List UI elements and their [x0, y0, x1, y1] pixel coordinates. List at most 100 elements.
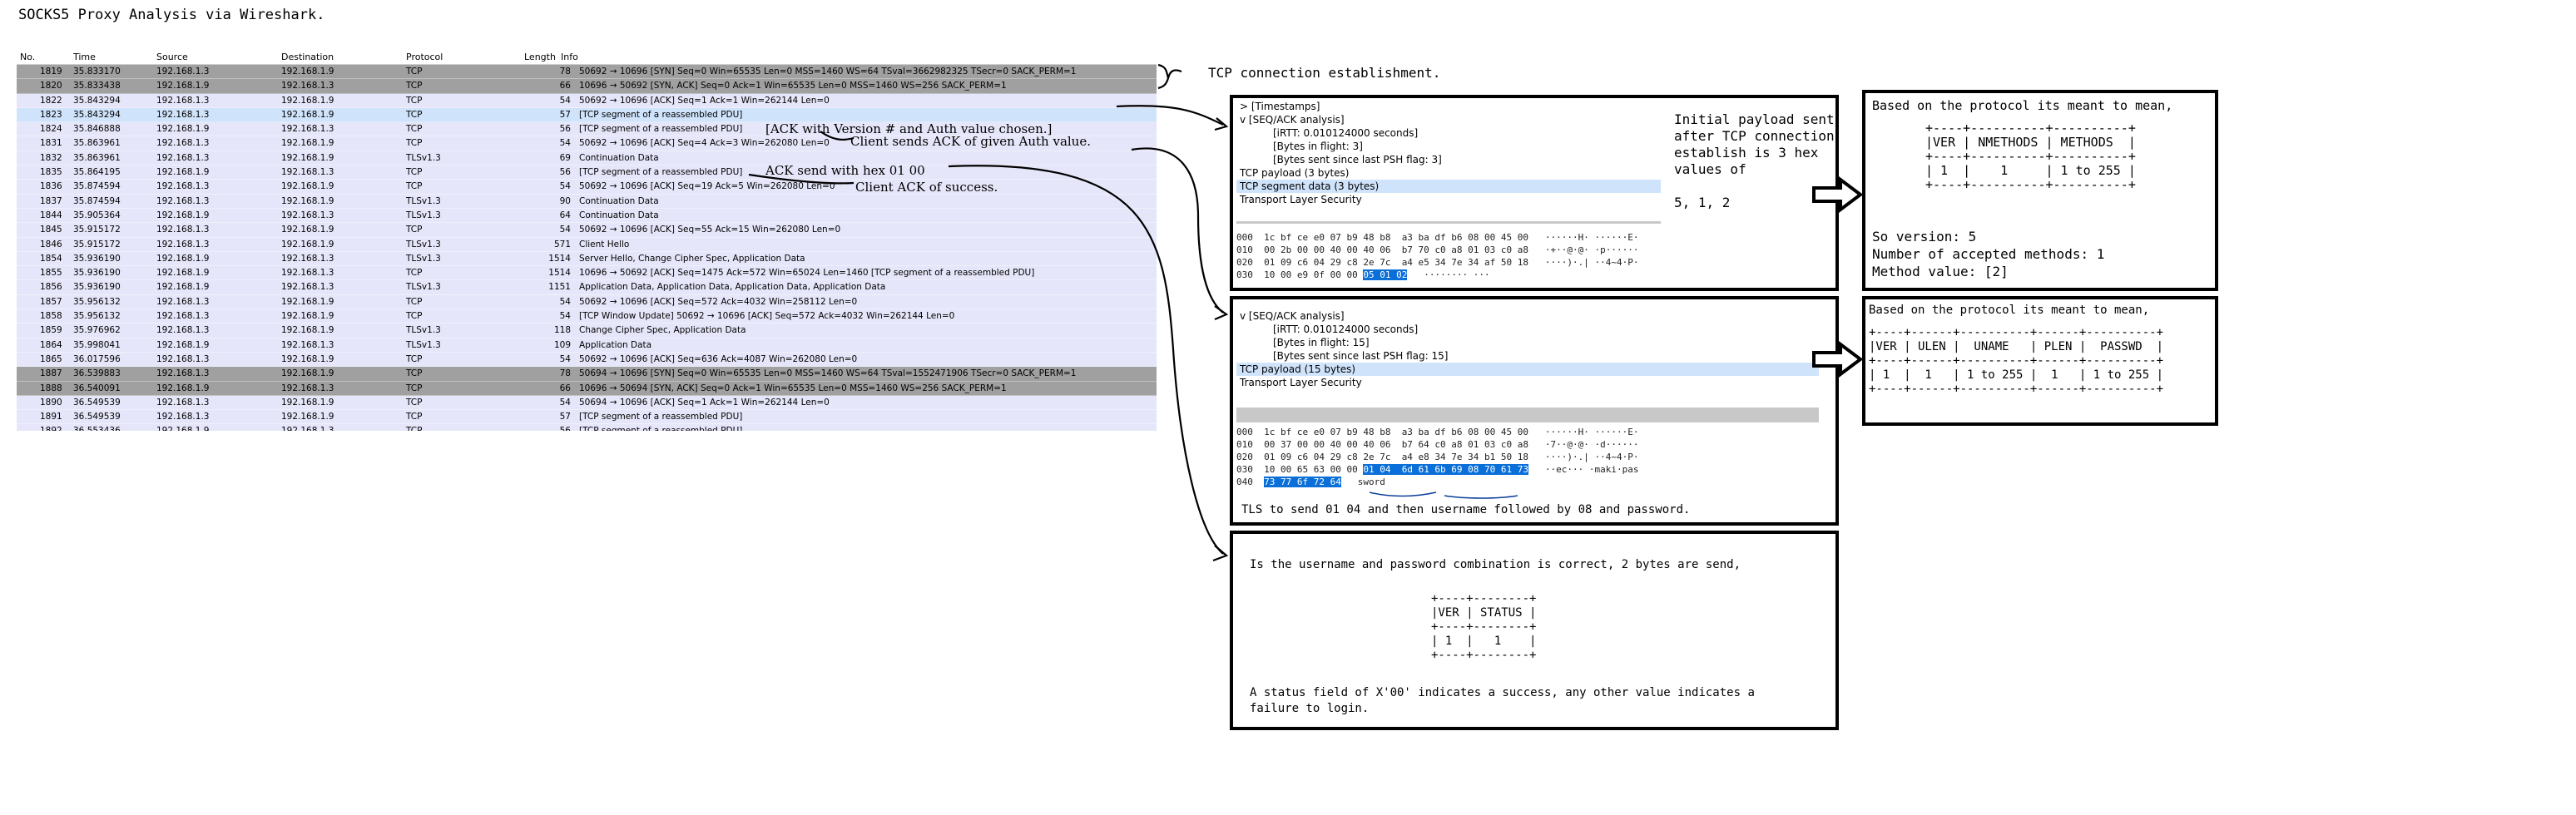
hex-offset: 040 — [1236, 477, 1253, 487]
hex-ascii[interactable]: ·7··@·@· ·d······ — [1544, 439, 1639, 450]
hex-bytes[interactable]: 00 2b 00 00 40 00 40 06 b7 70 c0 a8 01 0… — [1264, 244, 1529, 255]
packet-cell-len: 78 — [559, 368, 571, 379]
panel2-hex-dump: 000 1c bf ce e0 07 b9 48 b8 a3 ba df b6 … — [1236, 426, 1639, 488]
col-header-no[interactable]: No. — [20, 52, 36, 62]
packet-cell-len: 57 — [559, 412, 571, 422]
hex-ascii[interactable]: ··ec··· ·maki·pas — [1544, 464, 1639, 475]
hex-bytes[interactable]: 01 09 c6 04 29 c8 2e 7c a4 e8 34 7e 34 b… — [1264, 452, 1529, 462]
hex-bytes[interactable]: 1c bf ce e0 07 b9 48 b8 a3 ba df b6 08 0… — [1264, 232, 1529, 243]
packet-cell-time: 35.863961 — [73, 138, 121, 149]
detail-line[interactable]: [Bytes in flight: 15] — [1273, 337, 1370, 348]
hex-bytes[interactable]: 01 09 c6 04 29 c8 2e 7c a4 e5 34 7e 34 a… — [1264, 257, 1529, 268]
packet-cell-src: 192.168.1.3 — [156, 95, 210, 106]
panel1-divider — [1236, 221, 1661, 224]
detail-line[interactable]: Transport Layer Security — [1240, 194, 1362, 205]
col-header-length[interactable]: Length — [524, 52, 556, 62]
col-header-info[interactable]: Info — [561, 52, 578, 62]
packet-cell-src: 192.168.1.9 — [156, 210, 210, 220]
detail-line[interactable]: [iRTT: 0.010124000 seconds] — [1273, 127, 1419, 139]
packet-cell-time: 36.553436 — [73, 426, 121, 431]
packet-list: No. Time Source Destination Protocol Len… — [17, 48, 1157, 431]
packet-cell-no: 1819 — [40, 67, 62, 77]
detail-line[interactable]: Transport Layer Security — [1240, 377, 1362, 388]
packet-cell-src: 192.168.1.3 — [156, 368, 210, 379]
hex-ascii[interactable]: ····)·.| ··4~4·P· — [1544, 452, 1639, 462]
hex-bytes[interactable]: 10 00 65 63 00 00 — [1264, 464, 1364, 475]
detail-line[interactable]: > [Timestamps] — [1240, 101, 1320, 112]
packet-cell-src: 192.168.1.9 — [156, 339, 210, 350]
packet-cell-src: 192.168.1.9 — [156, 124, 210, 135]
hex-line: 020 01 09 c6 04 29 c8 2e 7c a4 e5 34 7e … — [1236, 256, 1638, 269]
packet-cell-info: Change Cipher Spec, Application Data — [579, 325, 746, 336]
hex-bytes[interactable]: 1c bf ce e0 07 b9 48 b8 a3 ba df b6 08 0… — [1264, 427, 1529, 437]
packet-cell-src: 192.168.1.9 — [156, 253, 210, 264]
hex-line: 020 01 09 c6 04 29 c8 2e 7c a4 e8 34 7e … — [1236, 451, 1639, 463]
packet-cell-dst: 192.168.1.9 — [281, 181, 334, 192]
panel1-packet-details: > [Timestamps] v [SEQ/ACK analysis][iRTT:… — [1236, 100, 1661, 206]
detail-line[interactable]: [Bytes in flight: 3] — [1273, 141, 1363, 152]
hex-bytes[interactable]: 10 00 e9 0f 00 00 — [1264, 269, 1364, 280]
hex-bytes-selected[interactable]: 73 77 6f 72 64 — [1264, 477, 1341, 487]
col-header-source[interactable]: Source — [156, 52, 188, 62]
detail-line[interactable]: TCP payload (3 bytes) — [1240, 167, 1350, 179]
hex-ascii[interactable]: ·+··@·@· ·p······ — [1544, 244, 1639, 255]
detail-line[interactable]: [iRTT: 0.010124000 seconds] — [1273, 324, 1419, 335]
panel2-divider — [1236, 408, 1819, 422]
hex-ascii[interactable]: ········ ··· — [1424, 269, 1490, 280]
packet-cell-src: 192.168.1.9 — [156, 282, 210, 293]
detail-line[interactable]: TCP segment data (3 bytes) — [1236, 180, 1661, 193]
box-userpass-format: Based on the protocol its meant to mean,… — [1862, 296, 2218, 426]
hex-ascii[interactable]: sword — [1357, 477, 1385, 487]
packet-cell-len: 69 — [559, 152, 571, 163]
packet-row[interactable]: 189236.553436192.168.1.9192.168.1.3TCP56… — [17, 424, 1157, 431]
packet-cell-time: 35.936190 — [73, 253, 121, 264]
packet-cell-time: 35.864195 — [73, 167, 121, 178]
hex-ascii[interactable]: ······H· ······E· — [1544, 427, 1639, 437]
hex-bytes-selected[interactable]: 01 04 6d 61 6b 69 08 70 61 73 — [1363, 464, 1529, 475]
packet-cell-proto: TLSv1.3 — [406, 282, 441, 293]
detail-line[interactable]: TCP payload (15 bytes) — [1236, 363, 1819, 376]
detail-line[interactable]: v [SEQ/ACK analysis] — [1240, 114, 1345, 126]
packet-cell-src: 192.168.1.3 — [156, 67, 210, 77]
col-header-destination[interactable]: Destination — [281, 52, 334, 62]
packet-cell-time: 36.549539 — [73, 397, 121, 408]
hex-bytes-selected[interactable]: 05 01 02 — [1363, 269, 1408, 280]
detail-line[interactable]: [Bytes sent since last PSH flag: 15] — [1273, 350, 1449, 362]
packet-cell-time: 35.846888 — [73, 124, 121, 135]
col-header-protocol[interactable]: Protocol — [406, 52, 443, 62]
col-header-time[interactable]: Time — [73, 52, 96, 62]
detail-line[interactable]: [Bytes sent since last PSH flag: 3] — [1273, 154, 1442, 165]
detail-line[interactable]: v [SEQ/ACK analysis] — [1240, 310, 1345, 322]
hex-bytes[interactable]: 00 37 00 00 40 00 40 06 b7 64 c0 a8 01 0… — [1264, 439, 1529, 450]
packet-cell-time: 35.956132 — [73, 296, 121, 307]
packet-cell-src: 192.168.1.3 — [156, 239, 210, 249]
hex-ascii[interactable]: ······H· ······E· — [1544, 232, 1639, 243]
hex-ascii[interactable]: ····)·.| ··4~4·P· — [1544, 257, 1639, 268]
packet-cell-info: 50692 → 10696 [ACK] Seq=572 Ack=4032 Win… — [579, 296, 858, 307]
